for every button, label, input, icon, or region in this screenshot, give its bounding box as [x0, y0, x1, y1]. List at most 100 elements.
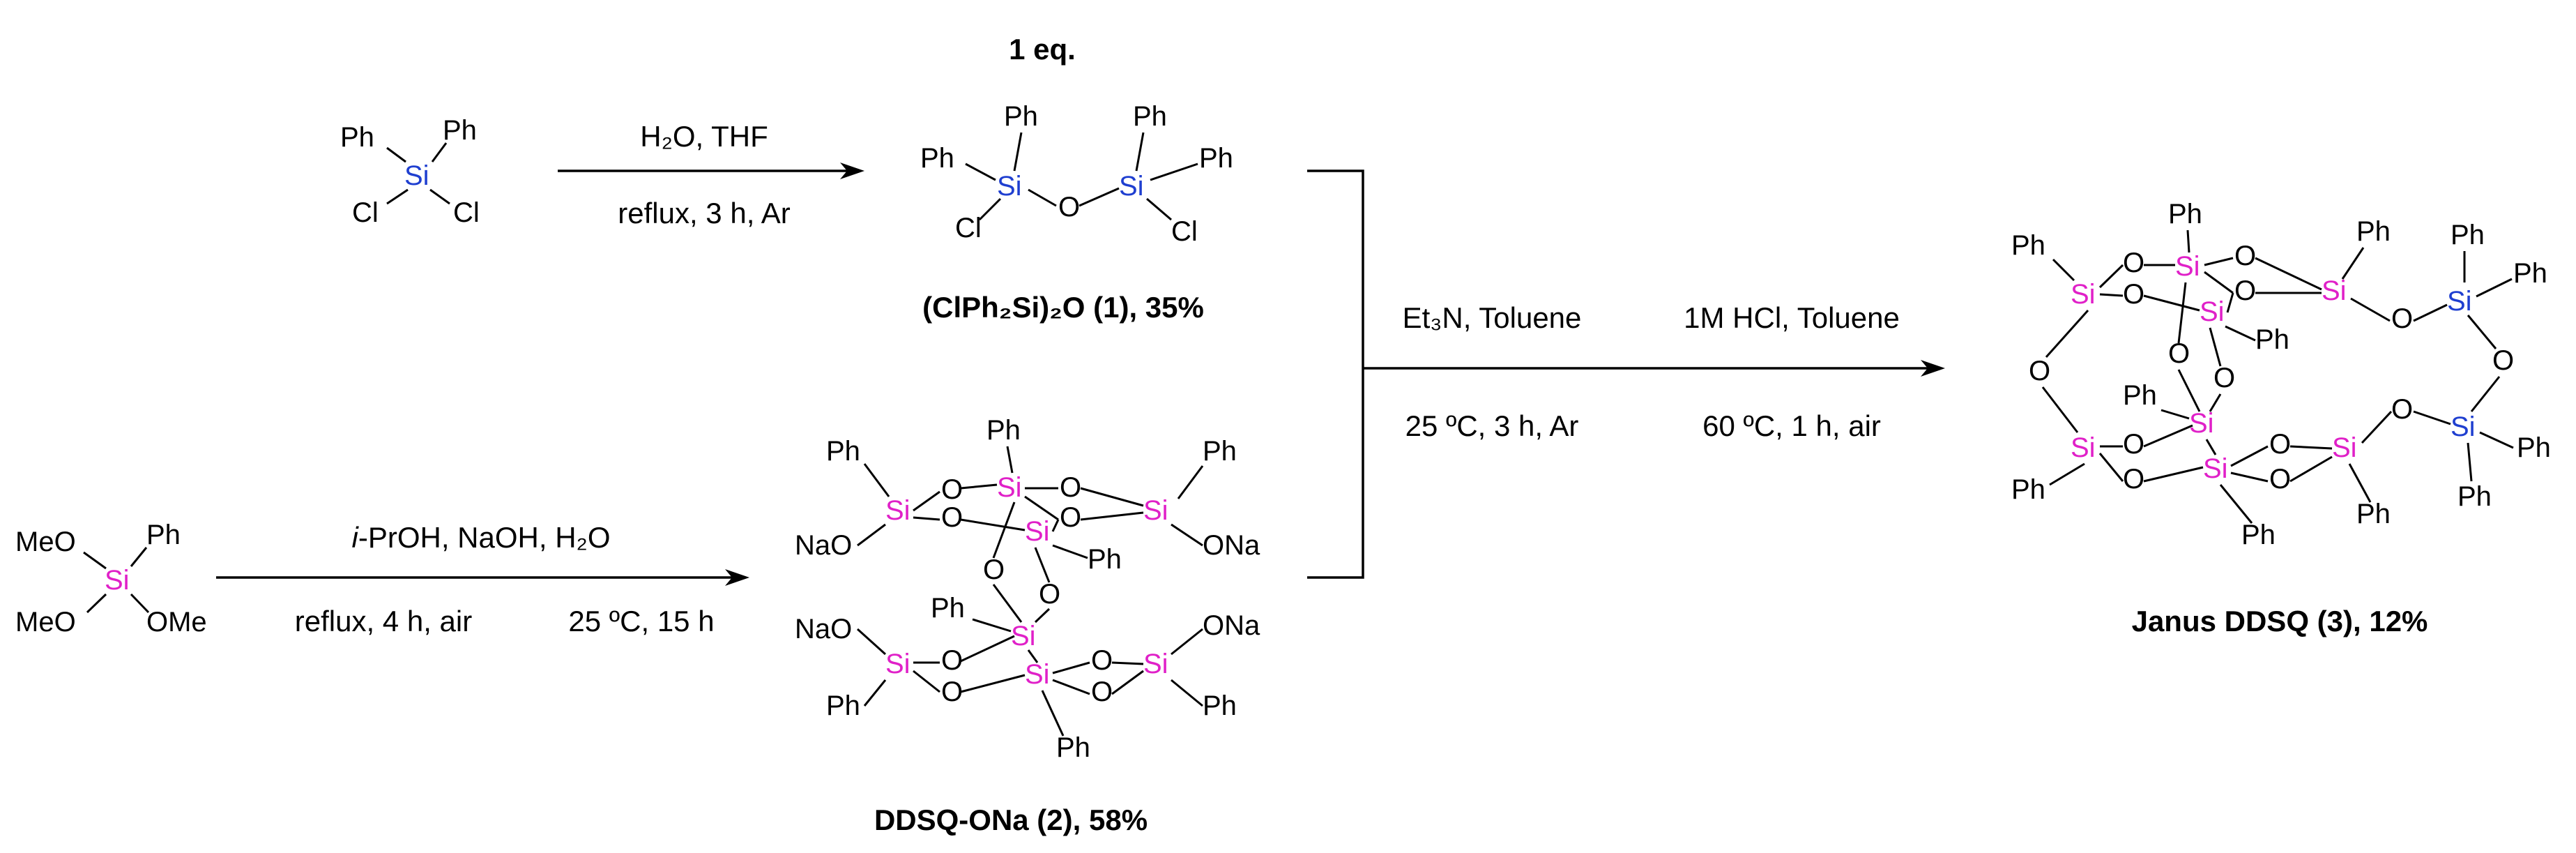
atom-nao: NaO [795, 530, 852, 561]
step2-arrow: i-PrOH, NaOH, H₂O reflux, 4 h, air 25 ºC… [216, 521, 749, 637]
atom-ph: Ph [1199, 143, 1233, 174]
atom-si: Si [1025, 659, 1050, 690]
atom-o: O [2234, 275, 2256, 306]
atom-si: Si [2071, 279, 2096, 310]
compound-3-label: Janus DDSQ (3), 12% [2132, 605, 2428, 637]
atom-o: O [2213, 363, 2235, 393]
atom-o: O [2391, 394, 2413, 425]
step1-conditions-below: reflux, 3 h, Ar [618, 197, 790, 229]
atom-ph: Ph [1203, 690, 1237, 721]
atom-o: O [2492, 345, 2514, 376]
atom-si: Si [1119, 171, 1144, 202]
reactant-phenyltrimethoxysilane: MeO Ph Si MeO OMe [15, 520, 207, 637]
atom-nao: NaO [795, 614, 852, 644]
atom-o: O [2029, 356, 2050, 386]
atom-o: O [2123, 248, 2144, 278]
atom-si: Si [2451, 412, 2476, 442]
atom-si: Si [105, 565, 130, 596]
atom-ph: Ph [2356, 216, 2391, 247]
atom-ona: ONa [1203, 610, 1260, 641]
step2-conditions-below-a: reflux, 4 h, air [295, 605, 472, 637]
atom-si: Si [885, 495, 910, 526]
atom-si: Si [2203, 453, 2228, 484]
atom-ph: Ph [443, 115, 477, 146]
atom-si: Si [404, 160, 429, 191]
step2-conditions-below-b: 25 ºC, 15 h [568, 605, 714, 637]
atom-ph: Ph [2168, 199, 2202, 229]
atom-o: O [1039, 579, 1060, 610]
reactant-diphenyldichlorosilane: Ph Ph Si Cl Cl [340, 115, 480, 228]
compound-2-structure: Ph Si NaO O O Ph Si Si Ph O O Si Ph ONa … [795, 415, 1260, 763]
atom-ph: Ph [2011, 474, 2045, 505]
atom-cl: Cl [352, 197, 379, 228]
atom-cl: Cl [453, 197, 480, 228]
step4-conditions-below: 60 ºC, 1 h, air [1702, 409, 1881, 442]
atom-si: Si [1025, 516, 1050, 547]
atom-ome: OMe [146, 607, 207, 637]
atom-ph: Ph [1088, 544, 1122, 575]
compound-3-structure: Ph Si O O Ph Si Si Ph O O Si Ph O Si Ph … [2011, 199, 2551, 550]
atom-meo: MeO [15, 527, 76, 557]
atom-ph: Ph [2241, 520, 2276, 550]
atom-meo: MeO [15, 607, 76, 637]
atom-o: O [2123, 429, 2144, 460]
atom-ph: Ph [2517, 432, 2551, 463]
atom-ph: Ph [986, 415, 1021, 446]
step2-conditions-above: i-PrOH, NaOH, H₂O [352, 521, 611, 554]
atom-ph: Ph [1056, 732, 1090, 763]
atom-o: O [941, 474, 963, 505]
atom-si: Si [2200, 296, 2225, 327]
atom-si: Si [1143, 649, 1168, 679]
atom-o: O [1058, 192, 1080, 222]
atom-o: O [941, 677, 963, 707]
atom-ph: Ph [2123, 380, 2157, 411]
atom-si: Si [2175, 251, 2200, 282]
atom-o: O [2269, 464, 2291, 495]
atom-si: Si [885, 649, 910, 679]
atom-o: O [941, 502, 963, 533]
atom-si: Si [1143, 495, 1168, 526]
atom-ph: Ph [2011, 230, 2045, 261]
atom-o: O [1060, 502, 1081, 533]
atom-ph: Ph [931, 593, 965, 624]
converging-bracket [1307, 169, 1364, 579]
atom-si: Si [2332, 432, 2357, 463]
step4-conditions-above: 1M HCl, Toluene [1684, 301, 1900, 334]
atom-ona: ONa [1203, 530, 1260, 561]
atom-o: O [2123, 464, 2144, 495]
atom-si: Si [2189, 408, 2214, 439]
compound-1-label: (ClPh₂Si)₂O (1), 35% [922, 291, 1204, 324]
atom-ph: Ph [2356, 499, 2391, 529]
atom-ph: Ph [2451, 220, 2485, 250]
step3-conditions-below: 25 ºC, 3 h, Ar [1405, 409, 1579, 442]
step1-arrow: H₂O, THF reflux, 3 h, Ar [558, 120, 864, 229]
atom-ph: Ph [826, 436, 860, 467]
atom-ph: Ph [1203, 436, 1237, 467]
step1-conditions-above: H₂O, THF [640, 120, 768, 153]
atom-ph: Ph [340, 122, 374, 153]
atom-ph: Ph [2513, 258, 2547, 289]
atom-si: Si [997, 171, 1022, 202]
atom-o: O [2168, 338, 2190, 369]
atom-o: O [2123, 279, 2144, 310]
atom-ph: Ph [826, 690, 860, 721]
atom-ph: Ph [146, 520, 181, 550]
atom-ph: Ph [2457, 481, 2492, 512]
step3-conditions-above: Et₃N, Toluene [1403, 301, 1582, 334]
atom-o: O [2391, 303, 2413, 334]
atom-si: Si [1011, 621, 1036, 651]
atom-cl: Cl [1171, 216, 1198, 247]
atom-ph: Ph [1133, 101, 1167, 132]
atom-ph: Ph [2255, 324, 2289, 355]
atom-si: Si [997, 472, 1022, 503]
atom-o: O [1091, 645, 1113, 676]
top-note: 1 eq. [1009, 33, 1076, 66]
atom-si: Si [2322, 275, 2347, 306]
atom-o: O [2234, 241, 2256, 271]
atom-o: O [1091, 677, 1113, 707]
atom-o: O [983, 554, 1005, 585]
atom-ph: Ph [920, 143, 954, 174]
compound-1-structure: Ph Ph Si Cl O Si Ph Ph Cl [920, 101, 1233, 247]
atom-si: Si [2071, 432, 2096, 463]
